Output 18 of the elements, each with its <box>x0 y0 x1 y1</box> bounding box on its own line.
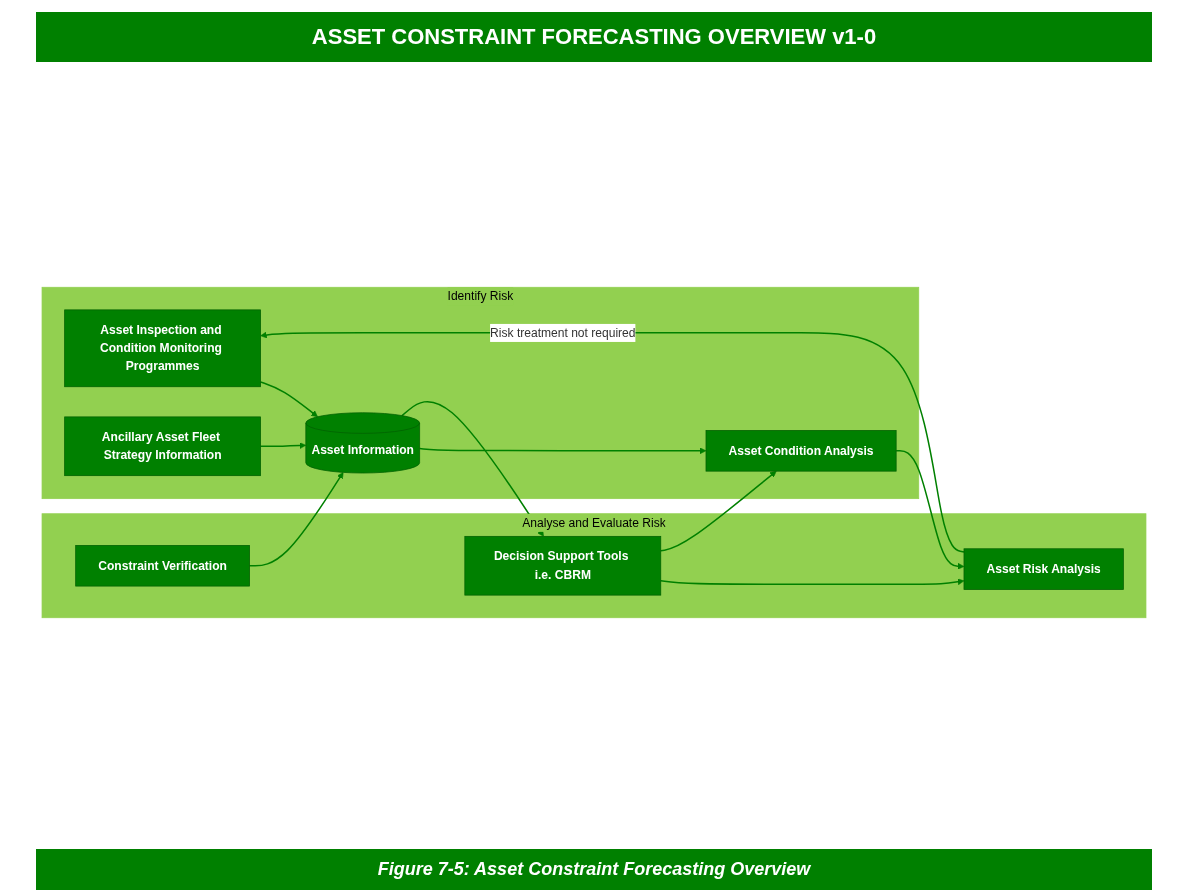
arrow <box>248 472 344 567</box>
arrow <box>259 381 318 418</box>
node-box: Asset Condition Analysis <box>705 430 897 472</box>
arrow <box>660 470 777 552</box>
arrow <box>401 400 544 537</box>
arrow <box>418 447 707 455</box>
figure-caption: Figure 7-5: Asset Constraint Forecasting Overview <box>36 849 1152 890</box>
node-box: Ancillary Asset Fleet Strategy Information <box>64 416 261 477</box>
arrow <box>259 442 307 449</box>
node-box: Asset Risk Analysis <box>963 548 1124 590</box>
node-box: Asset Inspection and Condition Monitoring Programmes <box>64 309 261 388</box>
arrow <box>260 331 965 553</box>
node-box: Decision Support Tools i.e. CBRM <box>464 535 662 596</box>
arrow <box>895 450 965 570</box>
title-banner: ASSET CONSTRAINT FORECASTING OVERVIEW v1-0 <box>36 12 1152 62</box>
edge-label: Risk treatment not required <box>490 326 636 339</box>
arrow <box>660 578 965 586</box>
node-box: Constraint Verification <box>75 545 250 587</box>
